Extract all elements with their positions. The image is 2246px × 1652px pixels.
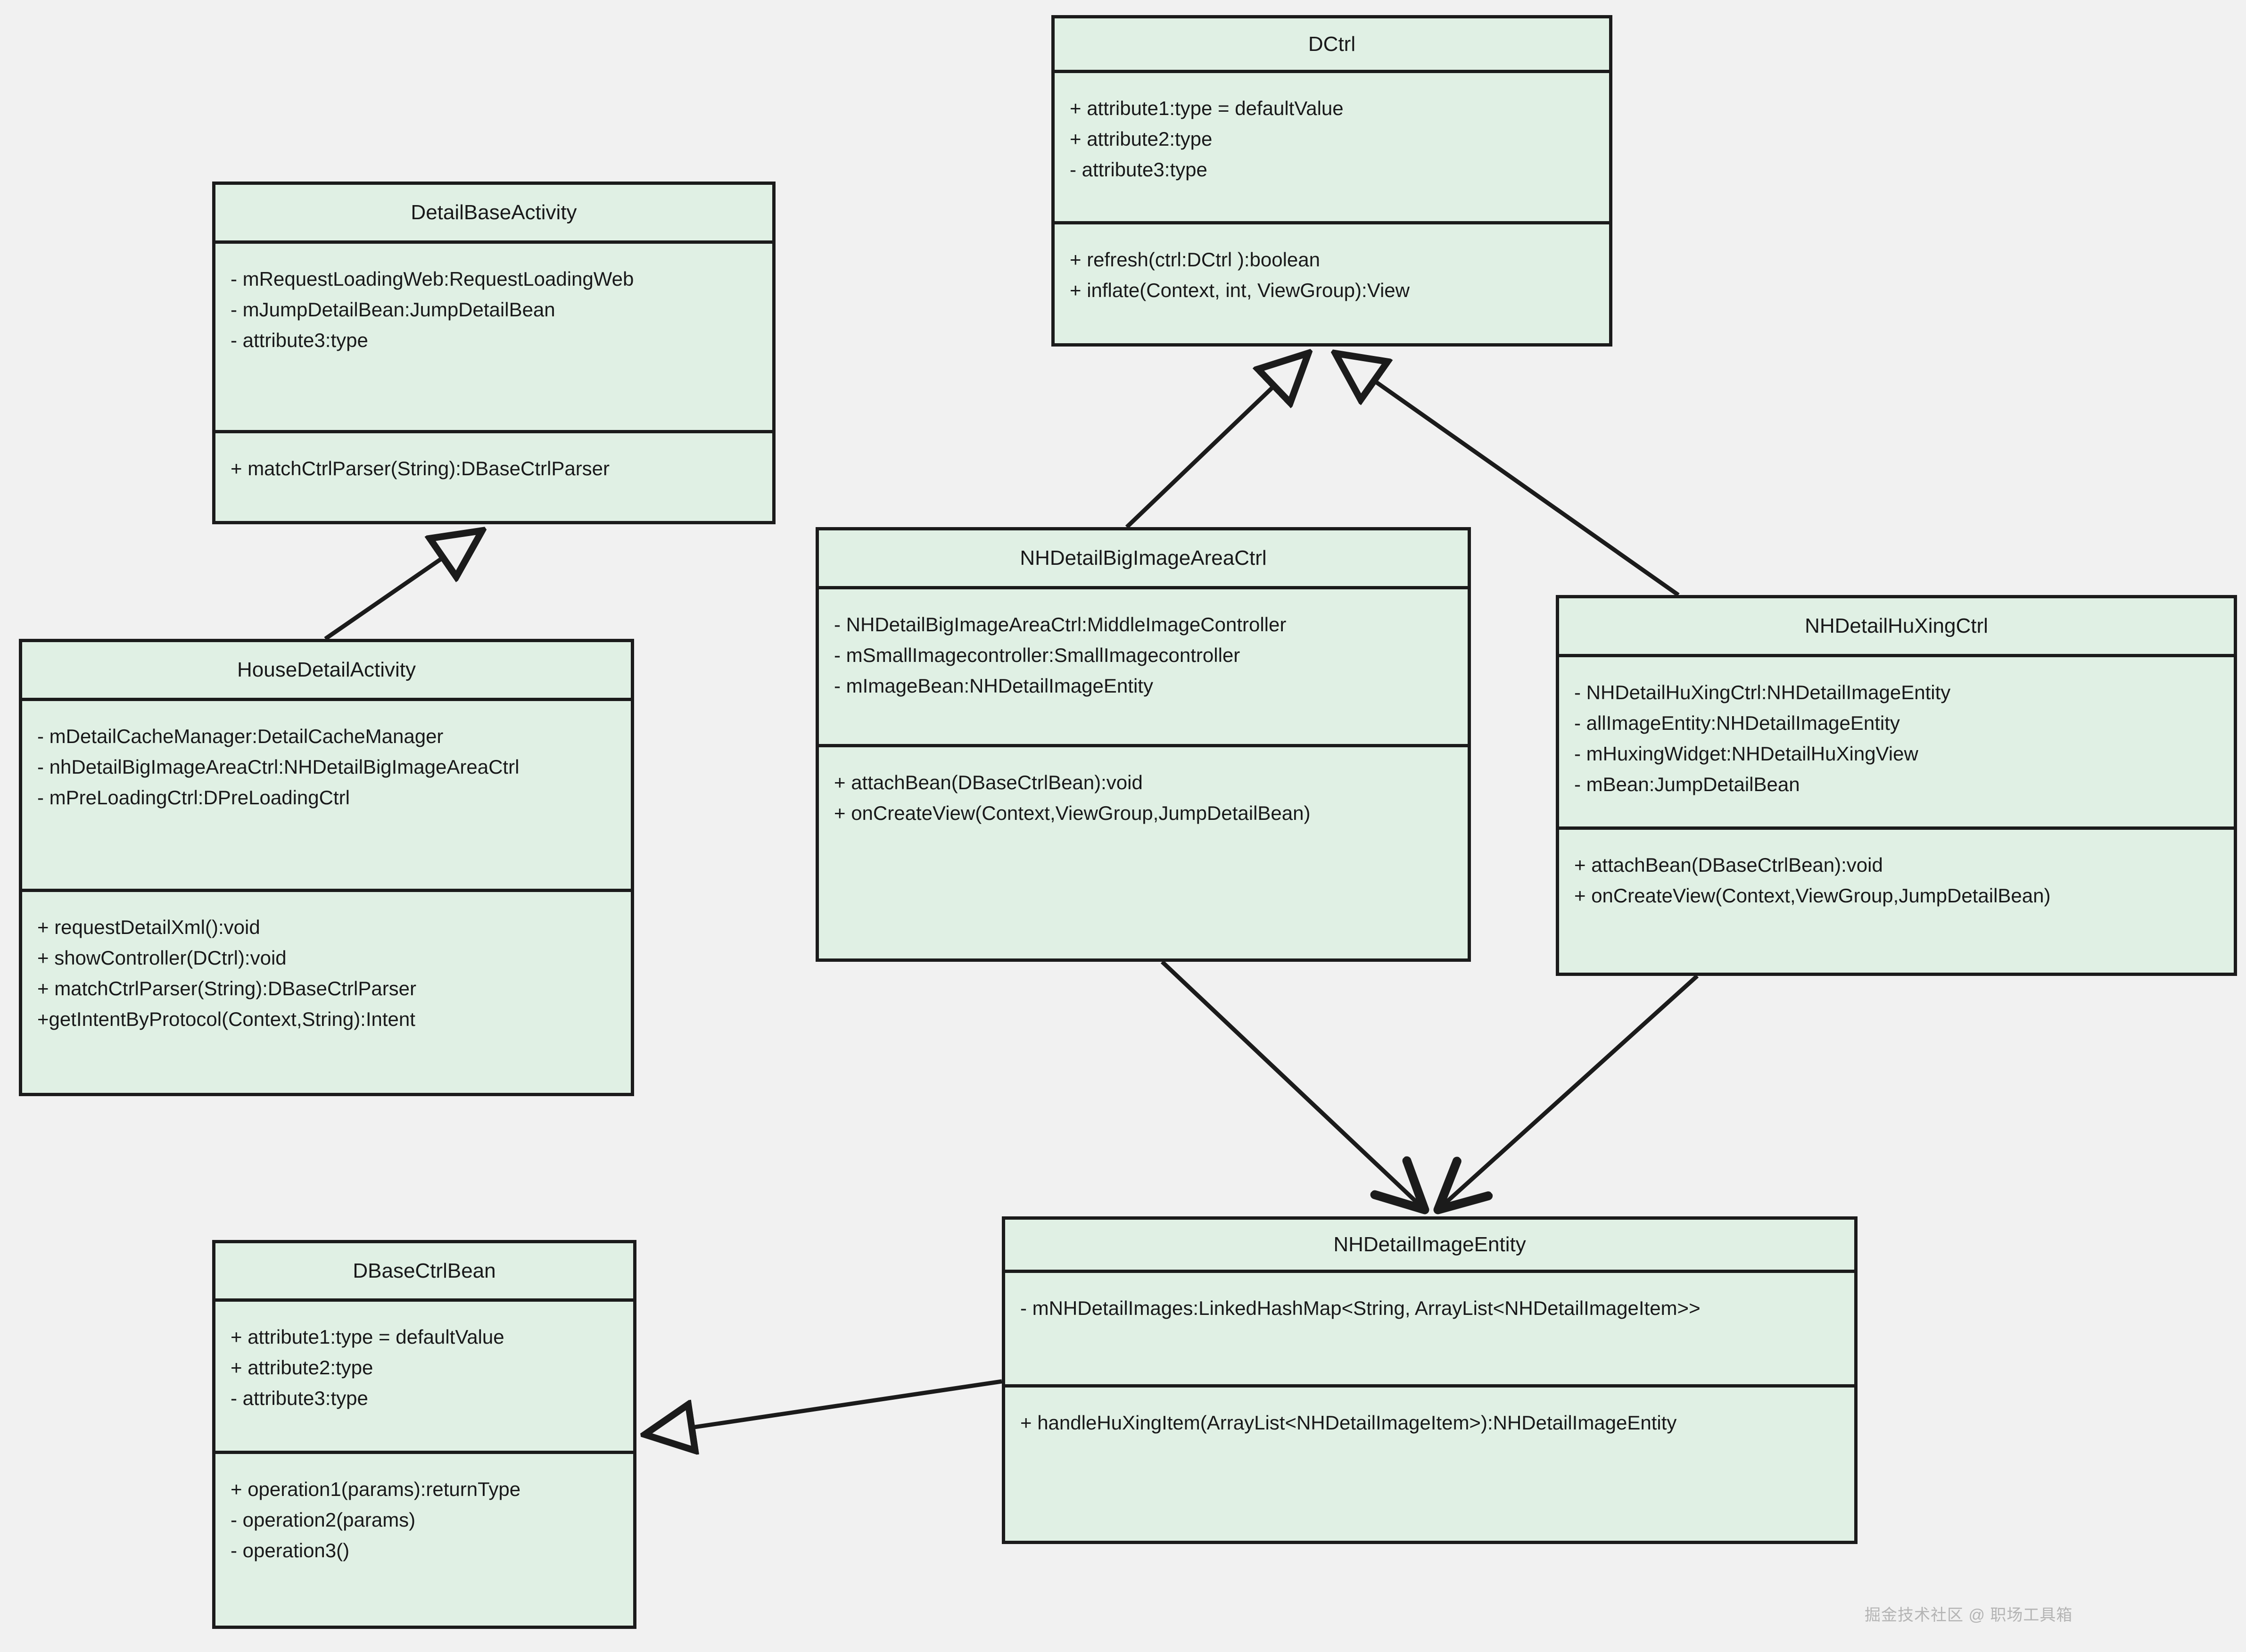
compartment-divider	[215, 430, 772, 433]
operations-compartment: + matchCtrlParser(String):DBaseCtrlParse…	[215, 433, 772, 521]
compartment-divider	[22, 889, 631, 892]
attribute-row: - mDetailCacheManager:DetailCacheManager	[37, 725, 444, 747]
edge-imageentity-to-dbasectrlbean	[647, 1379, 1002, 1434]
attribute-row: - attribute3:type	[1070, 158, 1207, 181]
operations-compartment: + attachBean(DBaseCtrlBean):void + onCre…	[1559, 830, 2234, 973]
compartment-divider	[215, 240, 772, 244]
operation-row: + onCreateView(Context,ViewGroup,JumpDet…	[1574, 884, 2051, 907]
attribute-row: - mBean:JumpDetailBean	[1574, 773, 1800, 796]
class-box-nhdetailbigimageareactrl[interactable]: NHDetailBigImageAreaCtrl - NHDetailBigIm…	[816, 527, 1471, 962]
operation-row: + matchCtrlParser(String):DBaseCtrlParse…	[37, 977, 417, 1000]
class-name-dctrl: DCtrl	[1308, 33, 1356, 56]
attribute-row: + attribute2:type	[231, 1356, 373, 1379]
compartment-divider	[819, 586, 1468, 589]
attribute-row: - mHuxingWidget:NHDetailHuXingView	[1574, 743, 1918, 765]
edge-bigimagearectrl-to-dctrl	[1125, 355, 1307, 529]
edge-huxingctrl-to-imageentity	[1438, 974, 1699, 1210]
attributes-compartment: - NHDetailHuXingCtrl:NHDetailImageEntity…	[1559, 657, 2234, 826]
operation-row: + onCreateView(Context,ViewGroup,JumpDet…	[834, 802, 1311, 825]
compartment-divider	[215, 1450, 633, 1454]
attribute-row: - attribute3:type	[231, 329, 368, 352]
operation-row: + attachBean(DBaseCtrlBean):void	[834, 771, 1143, 793]
attribute-row: - mRequestLoadingWeb:RequestLoadingWeb	[231, 268, 634, 290]
class-box-detailbaseactivity[interactable]: DetailBaseActivity - mRequestLoadingWeb:…	[212, 182, 776, 524]
class-box-housedetailactivity[interactable]: HouseDetailActivity - mDetailCacheManage…	[19, 639, 634, 1096]
operation-row: - operation3()	[231, 1539, 350, 1561]
compartment-divider	[1559, 654, 2234, 657]
attribute-row: + attribute1:type = defaultValue	[1070, 97, 1344, 120]
operations-compartment: + refresh(ctrl:DCtrl ):boolean + inflate…	[1055, 224, 1609, 343]
operation-row: - operation2(params)	[231, 1508, 416, 1531]
class-name-nhdetailbigimageareactrl: NHDetailBigImageAreaCtrl	[1020, 546, 1267, 570]
attributes-compartment: - mDetailCacheManager:DetailCacheManager…	[22, 701, 631, 889]
operations-compartment: + requestDetailXml():void + showControll…	[22, 892, 631, 1093]
compartment-divider	[1559, 826, 2234, 830]
class-name-nhdetailimageentity: NHDetailImageEntity	[1333, 1233, 1526, 1256]
class-name-detailbaseactivity: DetailBaseActivity	[411, 201, 577, 224]
operation-row: + refresh(ctrl:DCtrl ):boolean	[1070, 248, 1321, 271]
class-name-nhdetailhuxingctrl: NHDetailHuXingCtrl	[1805, 614, 1988, 637]
compartment-divider	[1055, 70, 1609, 74]
operations-compartment: + attachBean(DBaseCtrlBean):void + onCre…	[819, 747, 1468, 958]
attributes-compartment: - mNHDetailImages:LinkedHashMap<String, …	[1005, 1273, 1854, 1384]
class-box-dbasectrlbean[interactable]: DBaseCtrlBean + attribute1:type = defaul…	[212, 1240, 636, 1629]
attribute-row: - mJumpDetailBean:JumpDetailBean	[231, 298, 555, 321]
compartment-divider	[819, 744, 1468, 747]
edge-bigimagearectrl-to-imageentity	[1160, 960, 1425, 1210]
operation-row: + requestDetailXml():void	[37, 916, 260, 938]
class-box-nhdetailimageentity[interactable]: NHDetailImageEntity - mNHDetailImages:Li…	[1002, 1216, 1858, 1544]
compartment-divider	[1055, 221, 1609, 225]
operation-row: + showController(DCtrl):void	[37, 947, 287, 969]
attribute-row: - NHDetailHuXingCtrl:NHDetailImageEntity	[1574, 681, 1951, 703]
edge-housedetailactivity-to-detailbaseactivity	[324, 532, 480, 641]
attribute-row: - attribute3:type	[231, 1387, 368, 1410]
watermark-text: 掘金技术社区 @ 职场工具箱	[1865, 1606, 2073, 1624]
compartment-divider	[1005, 1270, 1854, 1273]
class-box-nhdetailhuxingctrl[interactable]: NHDetailHuXingCtrl - NHDetailHuXingCtrl:…	[1556, 595, 2237, 976]
operations-compartment: + operation1(params):returnType - operat…	[215, 1454, 633, 1626]
attributes-compartment: - mRequestLoadingWeb:RequestLoadingWeb -…	[215, 244, 772, 430]
class-name-dbasectrlbean: DBaseCtrlBean	[353, 1259, 496, 1282]
attribute-row: - mNHDetailImages:LinkedHashMap<String, …	[1020, 1297, 1701, 1319]
attribute-row: - allImageEntity:NHDetailImageEntity	[1574, 712, 1900, 735]
attributes-compartment: + attribute1:type = defaultValue + attri…	[215, 1302, 633, 1450]
compartment-divider	[22, 698, 631, 701]
class-box-dctrl[interactable]: DCtrl + attribute1:type = defaultValue +…	[1051, 15, 1612, 347]
class-name-housedetailactivity: HouseDetailActivity	[237, 658, 416, 681]
attribute-row: - nhDetailBigImageAreaCtrl:NHDetailBigIm…	[37, 756, 520, 778]
operation-row: + operation1(params):returnType	[231, 1478, 521, 1500]
attributes-compartment: - NHDetailBigImageAreaCtrl:MiddleImageCo…	[819, 589, 1468, 744]
attribute-row: - NHDetailBigImageAreaCtrl:MiddleImageCo…	[834, 613, 1287, 636]
operation-row: +getIntentByProtocol(Context,String):Int…	[37, 1008, 415, 1031]
compartment-divider	[1005, 1384, 1854, 1388]
operation-row: + attachBean(DBaseCtrlBean):void	[1574, 853, 1883, 876]
compartment-divider	[215, 1298, 633, 1302]
attribute-row: - mPreLoadingCtrl:DPreLoadingCtrl	[37, 786, 350, 809]
operations-compartment: + handleHuXingItem(ArrayList<NHDetailIma…	[1005, 1388, 1854, 1541]
attribute-row: - mSmallImagecontroller:SmallImagecontro…	[834, 644, 1240, 667]
operation-row: + handleHuXingItem(ArrayList<NHDetailIma…	[1020, 1411, 1677, 1434]
attribute-row: + attribute1:type = defaultValue	[231, 1326, 504, 1348]
operation-row: + inflate(Context, int, ViewGroup):View	[1070, 279, 1410, 302]
operation-row: + matchCtrlParser(String):DBaseCtrlParse…	[231, 457, 610, 479]
attributes-compartment: + attribute1:type = defaultValue + attri…	[1055, 73, 1609, 221]
attribute-row: - mImageBean:NHDetailImageEntity	[834, 675, 1153, 697]
attribute-row: + attribute2:type	[1070, 128, 1213, 150]
